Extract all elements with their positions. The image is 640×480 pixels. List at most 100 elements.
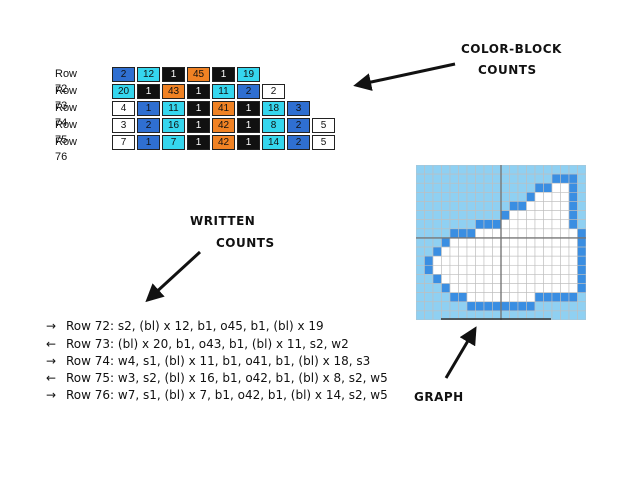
graph-cell	[492, 237, 502, 248]
color-block-cell: 1	[237, 118, 260, 133]
graph-cell	[526, 301, 536, 312]
chart-graph	[416, 165, 586, 320]
graph-cell	[432, 255, 442, 266]
written-callout-line1: WRITTEN	[190, 214, 256, 228]
graph-cell	[492, 264, 502, 275]
graph-cell	[424, 210, 434, 221]
graph-cell	[466, 292, 476, 303]
color-block-cell: 42	[212, 135, 235, 150]
graph-cell	[458, 246, 468, 257]
graph-cell	[534, 255, 544, 266]
color-block-cell: 1	[137, 101, 160, 116]
graph-cell	[517, 255, 527, 266]
color-block-cell: 2	[237, 84, 260, 99]
graph-cell	[534, 173, 544, 184]
graph-cell	[543, 292, 553, 303]
graph-cell	[526, 182, 536, 193]
graph-cell	[509, 219, 519, 230]
graph-cell	[441, 228, 451, 239]
graph-cell	[424, 274, 434, 284]
arrow-to-color-blocks	[353, 62, 456, 91]
graph-cell	[424, 246, 434, 257]
graph-cell	[432, 292, 442, 303]
arrow-to-graph	[444, 326, 477, 379]
graph-cell	[551, 310, 561, 320]
graph-cell	[449, 173, 459, 184]
graph-cell	[466, 182, 476, 193]
graph-cell	[560, 246, 570, 257]
graph-cell	[458, 165, 468, 175]
graph-cell	[466, 192, 476, 202]
block-row-label: Row 73	[55, 85, 78, 112]
graph-cell	[475, 192, 485, 202]
graph-cell	[466, 173, 476, 184]
graph-cell	[517, 210, 527, 221]
graph-cell	[416, 210, 425, 221]
graph-cell	[466, 165, 476, 175]
graph-cell	[568, 210, 578, 221]
color-block-cell: 11	[162, 101, 185, 116]
graph-cell	[449, 283, 459, 293]
graph-cell	[424, 192, 434, 202]
graph-cell	[568, 173, 578, 184]
graph-cell	[500, 201, 510, 211]
graph-cell	[441, 165, 451, 175]
color-block-cell: 1	[137, 84, 160, 99]
graph-cell	[424, 165, 434, 175]
graph-cell	[458, 301, 468, 312]
graph-cell	[526, 264, 536, 275]
graph-cell	[577, 283, 586, 293]
graph-cell	[441, 173, 451, 184]
graph-cell	[475, 283, 485, 293]
block-row-label: Row 75	[55, 119, 78, 146]
graph-cell	[432, 219, 442, 230]
graph-cell	[449, 246, 459, 257]
graph-cell	[416, 192, 425, 202]
graph-cell	[517, 292, 527, 303]
graph-cell	[475, 173, 485, 184]
written-row-text: Row 74: w4, s1, (bl) x 11, b1, o41, b1, …	[66, 354, 371, 368]
graph-cell	[534, 219, 544, 230]
graph-cell	[577, 210, 586, 221]
graph-cell	[577, 301, 586, 312]
graph-cell	[534, 264, 544, 275]
graph-cell	[475, 246, 485, 257]
graph-cell	[526, 165, 536, 175]
graph-cell	[492, 246, 502, 257]
graph-cell	[483, 274, 493, 284]
graph-cell	[416, 292, 425, 303]
graph-cell	[551, 192, 561, 202]
graph-cell	[441, 255, 451, 266]
graph-cell	[577, 237, 586, 248]
graph-cell	[543, 228, 553, 239]
graph-cell	[509, 237, 519, 248]
graph-cell	[534, 165, 544, 175]
block-row-label: Row 76	[55, 136, 78, 163]
graph-cell	[466, 228, 476, 239]
color-block-cell: 2	[137, 118, 160, 133]
graph-cell	[500, 165, 510, 175]
graph-cell	[416, 301, 425, 312]
graph-cell	[466, 255, 476, 266]
graph-cell	[449, 292, 459, 303]
graph-cell	[449, 255, 459, 266]
graph-cell	[424, 219, 434, 230]
color-block-cell: 1	[162, 67, 185, 82]
graph-cell	[475, 292, 485, 303]
graph-cell	[517, 182, 527, 193]
color-block-cell: 7	[112, 135, 135, 150]
graph-cell	[500, 246, 510, 257]
graph-cell	[458, 283, 468, 293]
graph-cell	[517, 201, 527, 211]
graph-cell	[551, 228, 561, 239]
graph-cell	[483, 301, 493, 312]
color-block-cell: 2	[287, 135, 310, 150]
graph-cell	[424, 182, 434, 193]
graph-cell	[500, 210, 510, 221]
graph-cell	[551, 255, 561, 266]
graph-cell	[449, 274, 459, 284]
graph-cell	[483, 201, 493, 211]
graph-cell	[424, 173, 434, 184]
graph-cell	[466, 274, 476, 284]
